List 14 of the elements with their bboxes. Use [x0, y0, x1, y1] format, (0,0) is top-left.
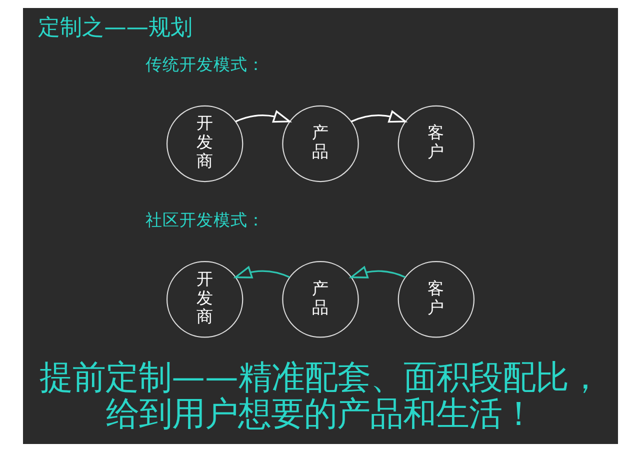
label: 传统开发模式：	[144, 54, 264, 74]
node-circle: 客户	[397, 105, 474, 182]
arrow	[348, 266, 406, 278]
arrow	[232, 266, 290, 278]
arrow	[350, 110, 408, 123]
node-circle: 开发商	[166, 261, 243, 338]
node-circle: 产品	[282, 261, 358, 338]
node-circle: 产品	[282, 105, 358, 182]
node-circle: 开发商	[166, 105, 243, 182]
label: 社区开发模式：	[144, 210, 264, 230]
arrow	[234, 110, 292, 123]
diagram-title: 定制之——规划	[38, 14, 192, 41]
label: 提前定制——精准配套、面积段配比，给到用户想要的产品和生活！	[39, 357, 601, 434]
node-circle: 客户	[397, 261, 474, 338]
